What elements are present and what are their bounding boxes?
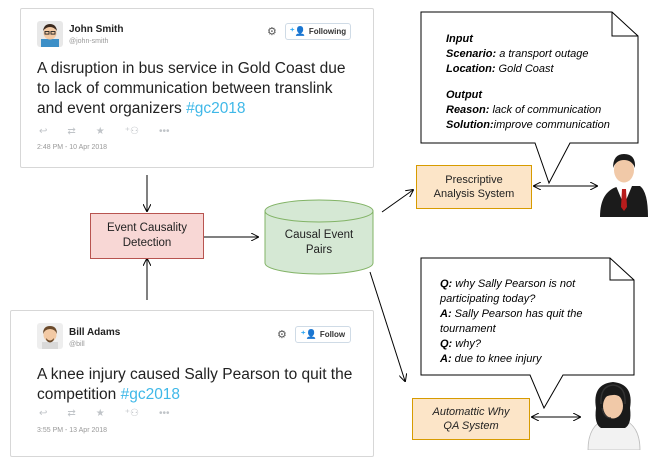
tweet-author-handle[interactable]: @john-smith bbox=[69, 38, 109, 45]
callout-io-text: Input Scenario: a transport outage Locat… bbox=[446, 32, 636, 133]
tweet-actions: ↩ ⇄ ★ ⁺⚇ ••• bbox=[39, 126, 170, 137]
like-icon[interactable]: ★ bbox=[95, 408, 105, 419]
question1-value: why Sally Pearson is not participating t… bbox=[440, 278, 576, 305]
reason-label: Reason: bbox=[446, 104, 490, 116]
reply-icon[interactable]: ↩ bbox=[39, 408, 48, 419]
callout-bubble-io bbox=[420, 11, 639, 185]
qa-label-line1: Automattic Why bbox=[432, 406, 510, 418]
reason-value: lack of communication bbox=[489, 104, 602, 116]
hashtag-link[interactable]: #gc2018 bbox=[186, 100, 246, 117]
more-icon[interactable]: ••• bbox=[159, 126, 170, 137]
arrow-pairs-to-qa bbox=[369, 271, 405, 381]
answer1-label: A: bbox=[440, 308, 452, 320]
follow-button-label: Follow bbox=[319, 330, 346, 339]
reply-icon[interactable]: ↩ bbox=[39, 126, 48, 137]
tweet-author-name[interactable]: Bill Adams bbox=[69, 327, 121, 338]
automattic-why-qa-system-box: Automattic Why QA System bbox=[412, 398, 530, 440]
follow-icon[interactable]: ⁺⚇ bbox=[124, 126, 139, 137]
answer1-value: Sally Pearson has quit the tournament bbox=[440, 308, 583, 335]
tweet-text: A knee injury caused Sally Pearson to qu… bbox=[37, 365, 367, 405]
gear-icon[interactable]: ⚙ bbox=[267, 26, 277, 38]
scenario-label: Scenario: bbox=[446, 48, 497, 60]
businessman-icon bbox=[600, 154, 648, 217]
retweet-icon[interactable]: ⇄ bbox=[67, 126, 76, 137]
solution-label: Solution: bbox=[446, 119, 494, 131]
tweet-body: A disruption in bus service in Gold Coas… bbox=[37, 60, 346, 117]
follow-icon[interactable]: ⁺⚇ bbox=[124, 408, 139, 419]
detection-label-line1: Event Causality bbox=[107, 222, 187, 234]
answer2-label: A: bbox=[440, 353, 452, 365]
callout-qa-text: Q: why Sally Pearson is not participatin… bbox=[440, 277, 612, 367]
qa-label-line2: QA System bbox=[443, 420, 499, 432]
tweet-body: A knee injury caused Sally Pearson to qu… bbox=[37, 366, 353, 403]
gear-icon[interactable]: ⚙ bbox=[277, 329, 287, 341]
following-button[interactable]: ⁺👤 Following bbox=[285, 23, 351, 40]
prescriptive-label-line2: Analysis System bbox=[433, 188, 515, 200]
detection-label-line2: Detection bbox=[122, 237, 172, 249]
like-icon[interactable]: ★ bbox=[95, 126, 105, 137]
input-heading: Input bbox=[446, 33, 473, 45]
follow-button[interactable]: ⁺👤 Follow bbox=[295, 326, 351, 343]
event-causality-detection-box: Event Causality Detection bbox=[90, 213, 204, 259]
tweet-timestamp[interactable]: 2:48 PM - 10 Apr 2018 bbox=[37, 144, 108, 151]
answer2-value: due to knee injury bbox=[451, 353, 542, 365]
causal-event-pairs-label: Causal Event Pairs bbox=[265, 228, 373, 258]
tweet-actions: ↩ ⇄ ★ ⁺⚇ ••• bbox=[39, 408, 170, 419]
avatar-bill-adams[interactable] bbox=[37, 323, 63, 349]
following-button-label: Following bbox=[308, 27, 347, 36]
prescriptive-label-line1: Prescriptive bbox=[445, 174, 503, 186]
causal-event-pairs-database bbox=[264, 199, 374, 275]
question2-value: why? bbox=[452, 338, 481, 350]
scenario-value: a transport outage bbox=[496, 48, 589, 60]
hashtag-link[interactable]: #gc2018 bbox=[120, 386, 181, 403]
location-label: Location: bbox=[446, 63, 496, 75]
avatar-john-smith[interactable] bbox=[37, 21, 63, 47]
pairs-label-line2: Pairs bbox=[305, 244, 333, 256]
support-agent-icon bbox=[587, 382, 641, 450]
tweet-card-bill-adams: Bill Adams @bill ⚙ ⁺👤 Follow A knee inju… bbox=[10, 310, 374, 457]
callout-bubble-qa bbox=[420, 257, 635, 410]
follow-person-icon: ⁺👤 bbox=[300, 329, 317, 339]
arrow-pairs-to-prescriptive bbox=[381, 190, 413, 213]
solution-value: improve communication bbox=[493, 119, 610, 131]
more-icon[interactable]: ••• bbox=[159, 408, 170, 419]
question1-label: Q: bbox=[440, 278, 453, 290]
location-value: Gold Coast bbox=[495, 63, 554, 75]
prescriptive-analysis-system-box: Prescriptive Analysis System bbox=[416, 165, 532, 209]
output-heading: Output bbox=[446, 89, 483, 101]
tweet-author-name[interactable]: John Smith bbox=[69, 24, 124, 35]
retweet-icon[interactable]: ⇄ bbox=[67, 408, 76, 419]
tweet-card-john-smith: John Smith @john-smith ⚙ ⁺👤 Following A … bbox=[20, 8, 374, 168]
tweet-text: A disruption in bus service in Gold Coas… bbox=[37, 59, 362, 119]
question2-label: Q: bbox=[440, 338, 453, 350]
tweet-timestamp[interactable]: 3:55 PM - 13 Apr 2018 bbox=[37, 427, 108, 434]
tweet-author-handle[interactable]: @bill bbox=[69, 341, 85, 348]
pairs-label-line1: Causal Event bbox=[284, 229, 354, 241]
follow-person-icon: ⁺👤 bbox=[289, 26, 306, 36]
